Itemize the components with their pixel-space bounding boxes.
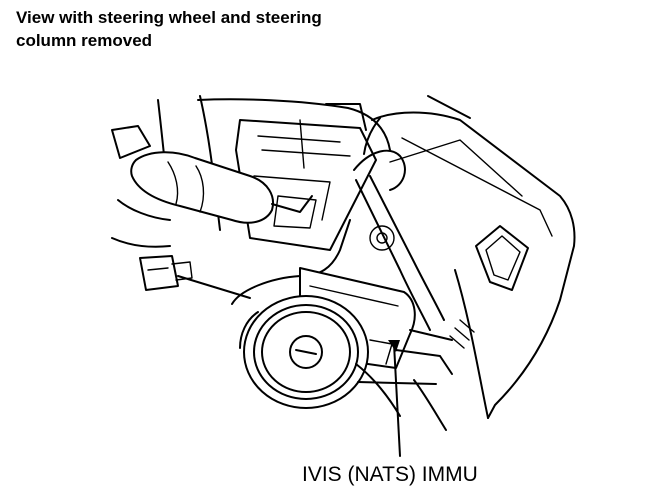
figure-caption-line-1: View with steering wheel and steering	[16, 8, 322, 27]
combination-switch-stalk	[111, 125, 313, 248]
figure-caption-line-2: column removed	[16, 31, 153, 50]
callout-leader	[388, 340, 401, 457]
harness-connector	[139, 255, 251, 299]
dash-switch	[475, 225, 529, 291]
key-cylinder	[239, 295, 369, 409]
dashboard-panel	[363, 95, 576, 419]
figure-caption: View with steering wheel and steering co…	[16, 6, 436, 52]
lower-trim	[355, 363, 447, 431]
immobilizer-callout-label: IVIS (NATS) IMMU	[302, 463, 478, 486]
